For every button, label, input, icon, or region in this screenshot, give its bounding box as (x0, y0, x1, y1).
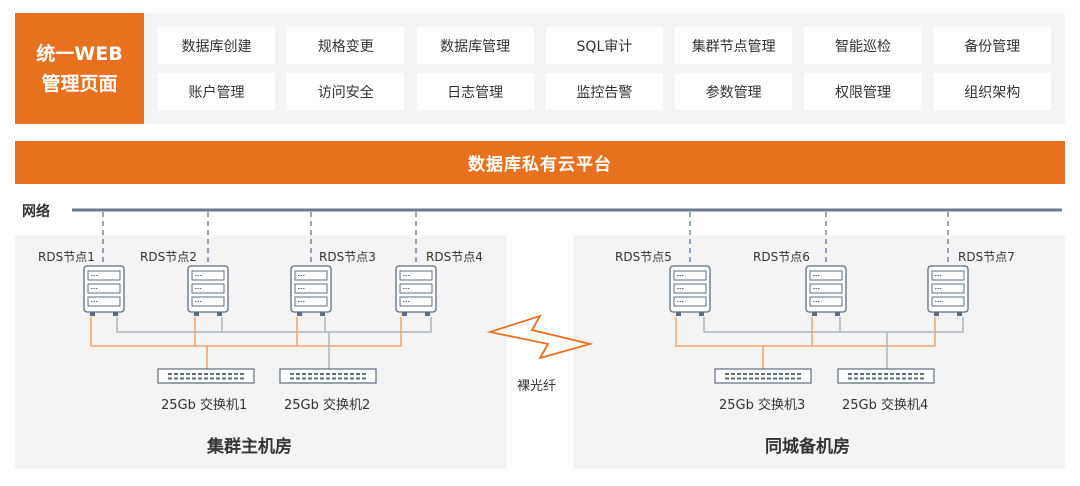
server-icon-node4 (395, 265, 437, 317)
lightning-bolt-icon (486, 314, 594, 360)
node-label-3: RDS节点3 (319, 250, 376, 264)
server-icon-node5 (669, 265, 711, 317)
room-title-primary: 集群主机房 (207, 437, 292, 457)
links-switch2 (116, 317, 432, 369)
function-menu: 数据库创建 规格变更 数据库管理 SQL审计 集群节点管理 智能巡检 备份管理 … (158, 27, 1051, 110)
switch-label-3: 25Gb 交换机3 (719, 398, 806, 413)
menu-accounts[interactable]: 账户管理 (158, 73, 275, 110)
menu-db-manage[interactable]: 数据库管理 (416, 27, 534, 64)
node-label-7: RDS节点7 (958, 250, 1015, 264)
menu-permissions[interactable]: 权限管理 (804, 73, 922, 110)
menu-monitoring[interactable]: 监控告警 (545, 73, 663, 110)
menu-spec-change[interactable]: 规格变更 (287, 27, 405, 64)
switch-icon-2 (279, 368, 377, 384)
platform-title: 数据库私有云平台 (468, 155, 612, 175)
menu-organization[interactable]: 组织架构 (933, 73, 1051, 110)
platform-banner: 数据库私有云平台 (15, 141, 1065, 184)
web-title-line2: 管理页面 (41, 72, 118, 95)
fiber-label: 裸光纤 (517, 379, 557, 394)
menu-sql-audit[interactable]: SQL审计 (545, 27, 663, 64)
menu-backup[interactable]: 备份管理 (933, 27, 1051, 64)
menu-db-create[interactable]: 数据库创建 (158, 27, 275, 64)
menu-parameters[interactable]: 参数管理 (675, 73, 793, 110)
network-drops (102, 212, 949, 266)
server-icon-node3 (290, 265, 332, 317)
links-switch1 (90, 317, 402, 369)
links-switch3 (675, 317, 936, 369)
node-label-6: RDS节点6 (753, 250, 810, 264)
menu-cluster-nodes[interactable]: 集群节点管理 (675, 27, 793, 64)
switch-icon-3 (714, 368, 812, 384)
switch-label-4: 25Gb 交换机4 (842, 398, 929, 413)
switch-icon-1 (157, 368, 255, 384)
switch-label-1: 25Gb 交换机1 (161, 398, 248, 413)
links-switch4 (703, 317, 964, 369)
server-icon-node1 (83, 265, 125, 317)
node-label-1: RDS节点1 (38, 250, 95, 264)
menu-inspection[interactable]: 智能巡检 (804, 27, 922, 64)
switch-label-2: 25Gb 交换机2 (284, 398, 371, 413)
server-icon-node2 (187, 265, 229, 317)
menu-logs[interactable]: 日志管理 (416, 73, 534, 110)
switch-icon-4 (837, 368, 935, 384)
room-title-standby: 同城备机房 (765, 437, 850, 457)
node-label-4: RDS节点4 (426, 250, 483, 264)
unified-web-console: 统一WEB 管理页面 (15, 13, 144, 124)
server-icon-node6 (805, 265, 847, 317)
server-icon-node7 (927, 265, 969, 317)
node-label-2: RDS节点2 (140, 250, 197, 264)
node-label-5: RDS节点5 (615, 250, 672, 264)
network-label: 网络 (22, 204, 50, 220)
web-title-line1: 统一WEB (36, 42, 123, 65)
menu-access-security[interactable]: 访问安全 (287, 73, 405, 110)
